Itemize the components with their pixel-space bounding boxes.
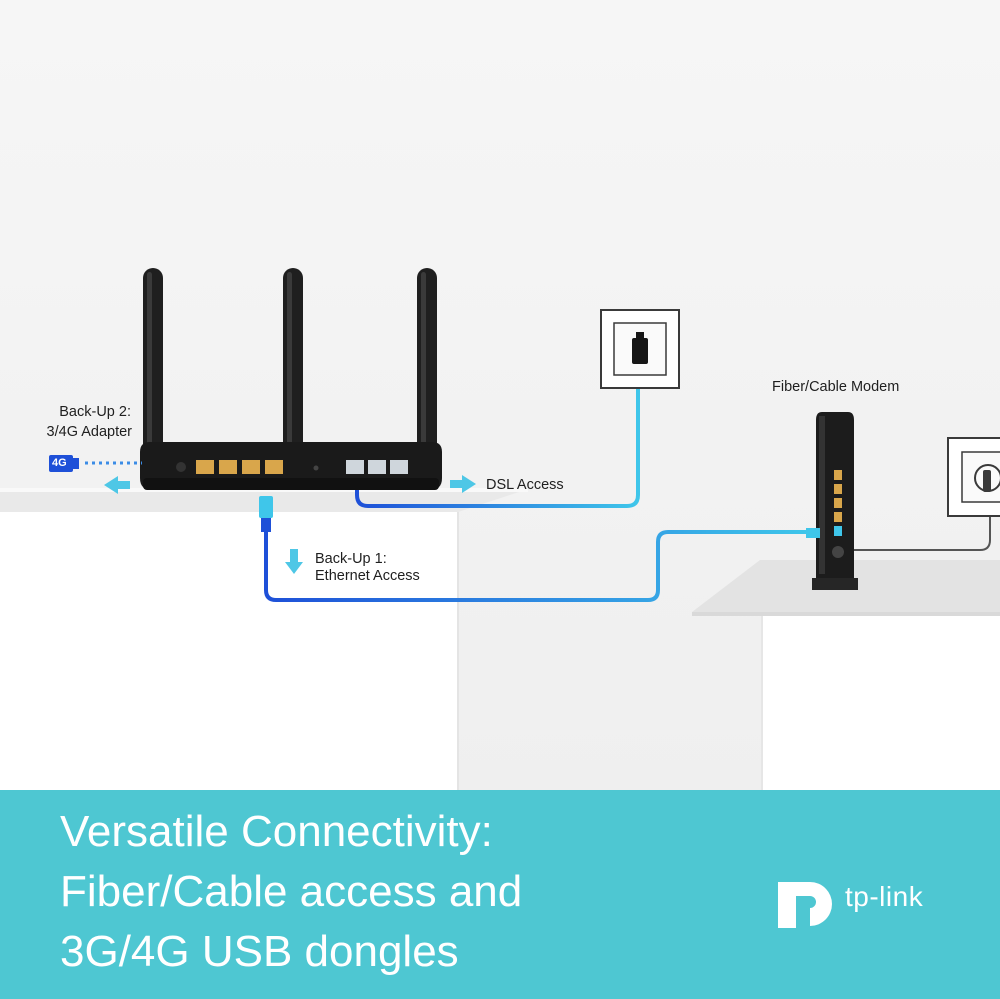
phone-port <box>368 460 386 474</box>
backup2-label: Back-Up 2: <box>58 402 131 422</box>
dsl-access-label: DSL Access <box>486 477 564 493</box>
arrow-right-icon <box>450 475 476 493</box>
headline-banner <box>0 790 1000 999</box>
usb-badge-text: 4G <box>52 457 67 469</box>
headline-line1: Versatile Connectivity: <box>60 807 493 856</box>
lan-port <box>242 460 260 474</box>
dsl-cable <box>355 370 640 508</box>
backup2-label-line2: 3/4G Adapter <box>46 424 132 440</box>
backup2-label-line1: Back-Up 2: <box>59 404 131 420</box>
phone-wall-socket-icon <box>600 309 680 389</box>
network-diagram <box>0 0 1000 790</box>
right-shelf <box>692 560 1000 790</box>
headline-line3: 3G/4G USB dongles <box>60 927 459 976</box>
brand-name: tp-link <box>845 881 924 912</box>
dsl-port <box>346 460 364 474</box>
power-cable <box>850 495 991 551</box>
arrow-left-icon <box>104 476 130 494</box>
phone-port <box>390 460 408 474</box>
backup1-label-line2: Ethernet Access <box>315 568 420 584</box>
headline-line2: Fiber/Cable access and <box>60 867 523 916</box>
modem-label: Fiber/Cable Modem <box>772 379 900 395</box>
tp-link-logo-icon <box>778 882 832 928</box>
router <box>140 268 442 490</box>
backup1-label-line1: Back-Up 1: <box>315 551 387 567</box>
arrow-down-icon <box>285 549 303 574</box>
lan-port <box>196 460 214 474</box>
power-wall-socket-icon <box>947 437 1000 517</box>
ethernet-plug-icon <box>259 496 273 532</box>
lan-port <box>265 460 283 474</box>
fiber-cable-modem <box>806 412 858 590</box>
left-shelf <box>0 488 528 790</box>
ethernet-cable <box>264 530 810 602</box>
lan-port <box>219 460 237 474</box>
usb-dongle-icon <box>49 455 79 472</box>
